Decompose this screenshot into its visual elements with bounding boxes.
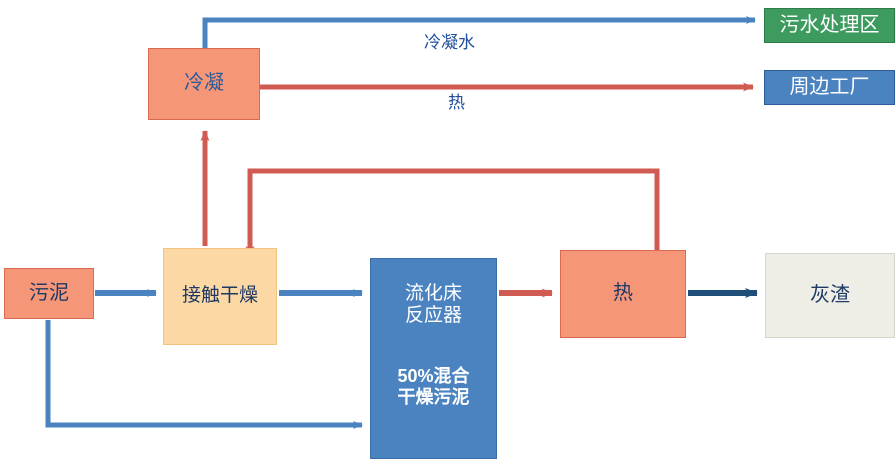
edge-heat-recycle-to-contactdry xyxy=(245,168,660,257)
node-sludge[interactable]: 污泥 xyxy=(4,268,94,319)
node-fluidized-bed-reactor-sub-line1: 50%混合 xyxy=(397,365,470,386)
node-surrounding-factory-label: 周边工厂 xyxy=(789,75,870,98)
edge-condense-to-wastewater xyxy=(202,16,756,48)
node-fluidized-bed-reactor[interactable]: 流化床 反应器 50%混合 干燥污泥 xyxy=(370,258,497,459)
edge-label-condensate: 冷凝水 xyxy=(424,33,475,52)
node-condensation[interactable]: 冷凝 xyxy=(148,48,260,120)
edge-sludge-bypass-to-fluidbed xyxy=(45,320,363,429)
node-heat[interactable]: 热 xyxy=(560,250,686,338)
node-fluidized-bed-reactor-label-line2: 反应器 xyxy=(404,305,462,327)
node-heat-label: 热 xyxy=(613,282,633,305)
node-fluidized-bed-reactor-label-line1: 流化床 xyxy=(404,283,462,304)
node-ash-residue[interactable]: 灰渣 xyxy=(765,253,895,338)
node-wastewater-treatment-area-label: 污水处理区 xyxy=(779,13,880,36)
node-contact-drying-label: 接触干燥 xyxy=(181,285,258,307)
node-contact-drying[interactable]: 接触干燥 xyxy=(163,248,277,345)
node-sludge-label: 污泥 xyxy=(29,281,69,304)
node-wastewater-treatment-area[interactable]: 污水处理区 xyxy=(764,8,895,43)
node-ash-residue-label: 灰渣 xyxy=(810,283,850,306)
edge-label-heat: 热 xyxy=(448,93,465,112)
node-surrounding-factory[interactable]: 周边工厂 xyxy=(764,70,895,105)
node-fluidized-bed-reactor-sub-line2: 干燥污泥 xyxy=(397,387,470,408)
node-condensation-label: 冷凝 xyxy=(184,72,224,95)
